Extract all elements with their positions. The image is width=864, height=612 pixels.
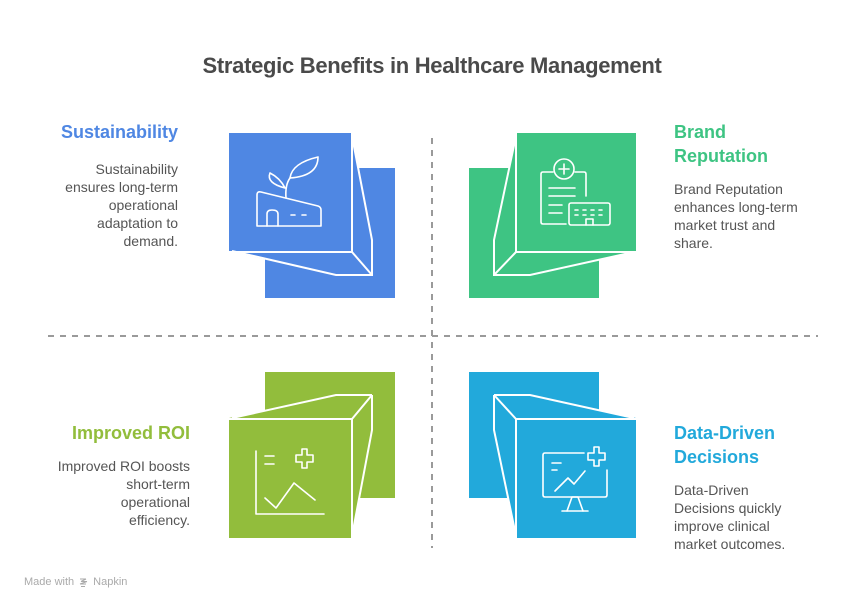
heading-line: Reputation xyxy=(674,146,768,166)
heading-line: Brand xyxy=(674,122,727,142)
sustainability-description: Sustainability ensures long-term operati… xyxy=(40,160,178,250)
improved-roi-heading: Improved ROI xyxy=(71,423,190,443)
brand-reputation-heading: Brand Reputation xyxy=(674,120,834,168)
description-line: share. xyxy=(674,235,713,251)
description-line: Sustainability xyxy=(95,161,179,177)
description-line: efficiency. xyxy=(129,512,190,528)
made-with-label: Made with xyxy=(24,576,75,588)
improved-roi-description: Improved ROI boosts short-term operation… xyxy=(30,457,190,529)
health-chart-icon xyxy=(255,448,325,515)
napkin-logo-icon xyxy=(79,577,88,587)
page-title: Strategic Benefits in Healthcare Managem… xyxy=(202,53,662,78)
description-line: enhances long-term xyxy=(674,199,798,215)
hospital-report-icon xyxy=(540,158,611,226)
description-line: Decisions quickly xyxy=(674,500,782,516)
description-line: ensures long-term xyxy=(65,179,178,195)
eco-building-icon xyxy=(256,156,322,227)
description-line: market outcomes. xyxy=(674,536,786,552)
heading-line: Data-Driven xyxy=(674,423,776,443)
medical-monitor-icon xyxy=(542,446,608,512)
description-line: adaptation to xyxy=(97,215,178,231)
description-line: operational xyxy=(108,197,178,213)
data-driven-decisions-heading: Data-Driven Decisions xyxy=(674,421,834,469)
description-line: Data-Driven xyxy=(674,482,749,498)
data-driven-decisions-description: Data-Driven Decisions quickly improve cl… xyxy=(674,481,834,553)
description-line: improve clinical xyxy=(674,518,770,534)
sustainability-heading: Sustainability xyxy=(60,122,178,142)
description-line: market trust and xyxy=(674,217,776,233)
sustainability-cube xyxy=(229,133,395,298)
brand-reputation-description: Brand Reputation enhances long-term mark… xyxy=(674,180,834,252)
brand-reputation-cube xyxy=(469,133,636,298)
footer-attribution: Made with Napkin xyxy=(24,576,127,588)
heading-line: Decisions xyxy=(674,447,760,467)
napkin-brand: Napkin xyxy=(93,576,128,588)
description-line: Brand Reputation xyxy=(674,181,783,197)
data-driven-decisions-cube xyxy=(469,372,636,538)
improved-roi-cube xyxy=(229,372,395,538)
description-line: demand. xyxy=(123,233,178,249)
description-line: operational xyxy=(120,494,190,510)
description-line: Improved ROI boosts xyxy=(57,458,190,474)
description-line: short-term xyxy=(126,476,190,492)
